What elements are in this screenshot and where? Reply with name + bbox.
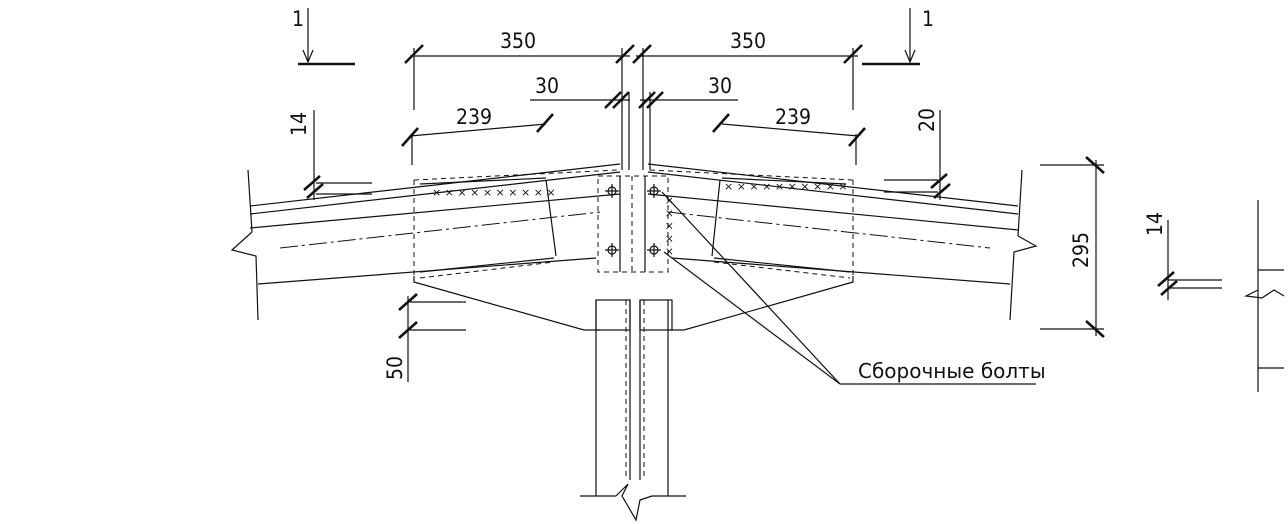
weld-left: × × × × × × × × × × (419, 177, 556, 199)
dim-offset-right-label: 20 (915, 108, 939, 132)
dim-offset-right: 20 (884, 108, 951, 200)
section-mark-right-label: 1 (922, 7, 934, 31)
dim-height-right: 295 (1040, 156, 1105, 338)
center-lines (621, 48, 651, 170)
dim-offset-left: 14 (287, 110, 372, 200)
gusset-left (413, 169, 619, 331)
dim-plate-right-label: 239 (775, 105, 811, 129)
bolt (605, 243, 619, 257)
dim-plate-right: 239 (712, 105, 866, 165)
bolt (647, 243, 661, 257)
dim-plate-left: 239 (401, 105, 554, 165)
beam-right (647, 163, 1038, 321)
bolt (605, 184, 619, 198)
dim-gap-right: 30 (638, 74, 738, 109)
dim-height-right-label: 295 (1069, 232, 1093, 268)
dim-gap-left-label: 30 (535, 74, 559, 98)
svg-text:× × × × × × × × × ×: × × × × × × × × × × (724, 180, 848, 193)
bolt-group: × × × × × (605, 184, 676, 257)
dim-top-left: 350 (404, 29, 635, 110)
dim-bottom-left: 50 (383, 293, 466, 382)
section-mark-right: 1 (862, 7, 934, 66)
dim-far-right: 14 (1143, 212, 1222, 300)
svg-text:× × × × ×: × × × × × (663, 196, 676, 256)
dim-top-right-label: 350 (730, 29, 766, 53)
dim-offset-left-label: 14 (287, 112, 311, 136)
dim-plate-left-label: 239 (456, 105, 492, 129)
dim-top-right: 350 (632, 29, 863, 110)
dim-far-right-label: 14 (1143, 212, 1167, 236)
dim-gap-right-label: 30 (708, 74, 732, 98)
dim-gap-left: 30 (530, 74, 630, 109)
beam-left (230, 163, 621, 321)
section-mark-left: 1 (292, 7, 355, 66)
far-right-fragment (1243, 200, 1285, 392)
svg-text:× × × × × × × × × ×: × × × × × × × × × × (432, 186, 556, 199)
gusset-right (649, 169, 854, 331)
dim-bottom-left-label: 50 (383, 356, 407, 380)
section-mark-left-label: 1 (292, 7, 304, 31)
callout-bolts: Сборочные болты (661, 191, 1046, 385)
callout-label: Сборочные болты (858, 359, 1046, 383)
column (580, 299, 686, 522)
bolt (647, 184, 661, 198)
weld-right: × × × × × × × × × × (721, 177, 848, 193)
dim-top-left-label: 350 (500, 29, 536, 53)
splice-plate (597, 175, 669, 273)
